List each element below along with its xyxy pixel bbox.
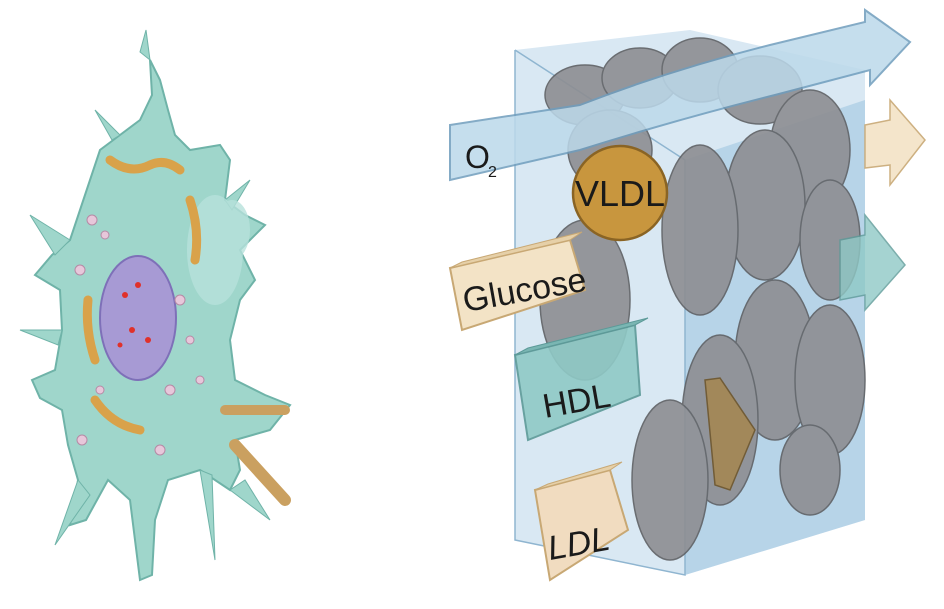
nucleus bbox=[100, 256, 176, 380]
o2-subscript: 2 bbox=[488, 164, 497, 181]
vldl-label: VLDL bbox=[575, 173, 665, 214]
vldl-bubble: VLDL bbox=[573, 146, 667, 240]
vldl-exit-arrow bbox=[865, 100, 925, 185]
liver-cell-illustration bbox=[0, 0, 330, 609]
o2-label: O bbox=[465, 139, 490, 175]
cell-svg bbox=[0, 0, 330, 609]
transport-svg: O 2 VLDL Glucose HDL bbox=[410, 0, 944, 609]
transport-diagram: O 2 VLDL Glucose HDL bbox=[410, 0, 944, 609]
